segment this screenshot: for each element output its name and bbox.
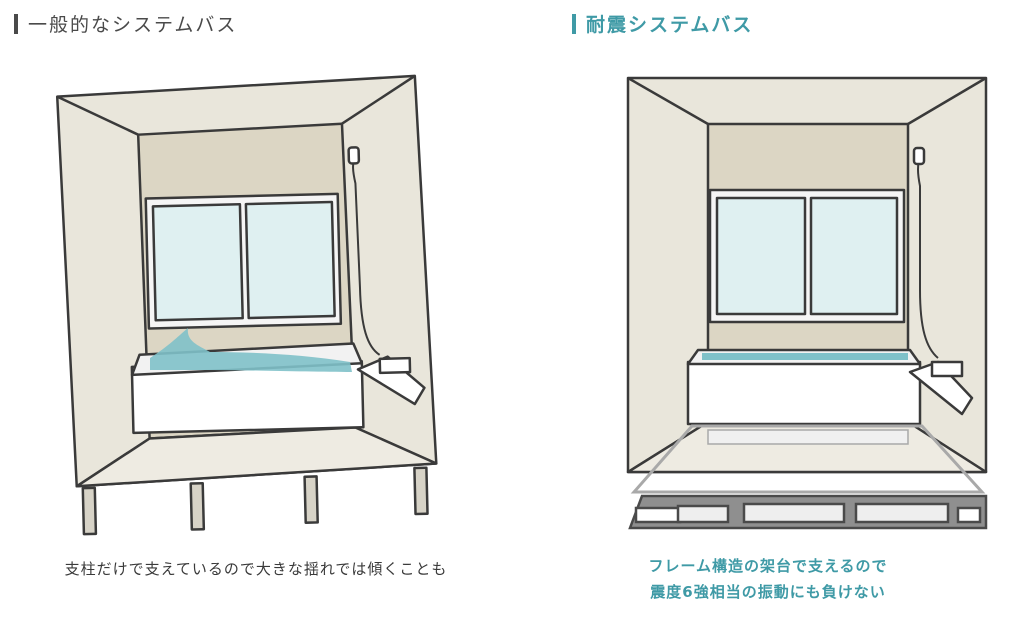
heading-seismic: 耐震システムバス [572,10,753,37]
window-pane-right [809,196,899,316]
heading-standard-text: 一般的なシステムバス [28,14,238,36]
floor [75,426,438,488]
heading-marker [572,13,576,34]
shower-head [347,146,361,165]
caption-seismic-line-1: フレーム構造の架台で支えるので [648,557,888,575]
splashing-water [150,328,352,372]
panel-standard-bath: 一般的なシステムバス [14,10,448,578]
seismic-bath-illustration [626,76,988,530]
caption-standard: 支柱だけで支えているので大きな揺れでは傾くことも [64,560,448,578]
heading-standard: 一般的なシステムバス [14,10,237,37]
caption-seismic-line-2: 震度6強相当の振動にも負けない [650,583,886,601]
frame-crossbar [707,429,909,445]
leg-2 [189,481,206,531]
bath-water [702,353,908,360]
caption-seismic: フレーム構造の架台で支えるので 震度6強相当の振動にも負けない [512,553,1024,605]
panel-seismic-bath: 耐震システムバス [512,0,1024,623]
faucet [930,360,964,378]
window-pane-right [244,200,336,320]
standard-bath-illustration [55,74,438,536]
heading-marker [14,13,18,34]
window-pane-left [151,202,244,322]
counter-shelf [356,355,426,406]
leg-3 [303,475,319,524]
frame-outline [630,424,986,494]
bathtub [686,360,922,426]
counter-shelf [908,360,974,416]
window-pane-left [715,196,807,316]
leg-1 [81,486,98,536]
heading-seismic-text: 耐震システムバス [586,14,754,36]
leg-4 [413,466,429,516]
shower-head [912,146,926,166]
faucet [378,356,412,375]
frame-base [628,494,988,530]
